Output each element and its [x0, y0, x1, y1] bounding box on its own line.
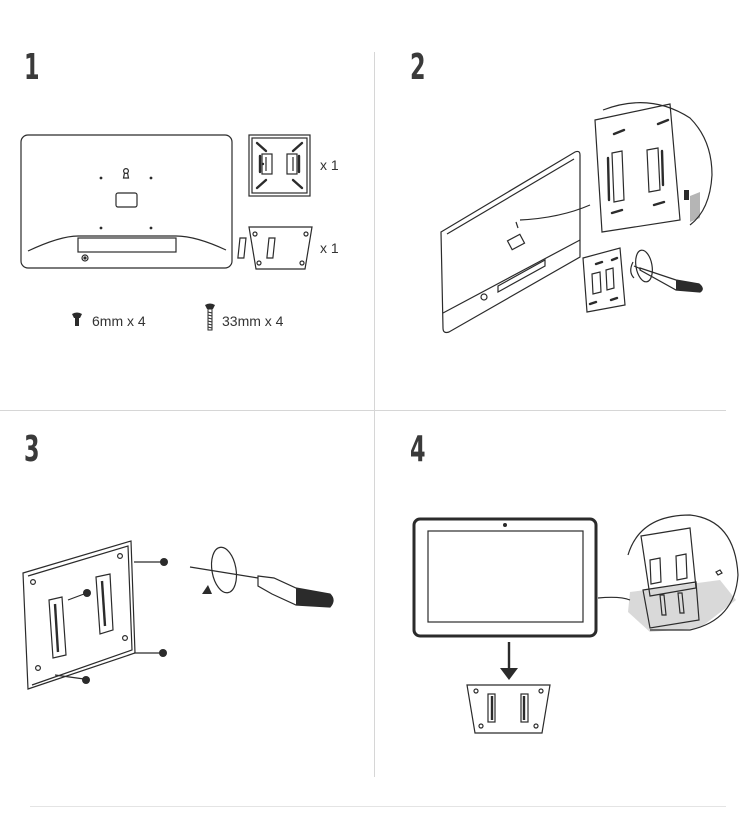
screw-long-label: 33mm x 4 — [222, 313, 284, 329]
horizontal-divider-left — [0, 410, 374, 411]
screw-short-label: 6mm x 4 — [92, 313, 146, 329]
horizontal-divider-right — [375, 410, 726, 411]
plate-large-quantity: x 1 — [320, 157, 339, 173]
vertical-divider — [374, 52, 375, 777]
step-2-number: 2 — [410, 47, 426, 88]
step-1-number: 1 — [24, 47, 40, 88]
plate-small-quantity: x 1 — [320, 240, 339, 256]
footer-divider — [30, 806, 726, 807]
step-3-number: 3 — [24, 429, 40, 470]
step-4-number: 4 — [410, 429, 426, 470]
